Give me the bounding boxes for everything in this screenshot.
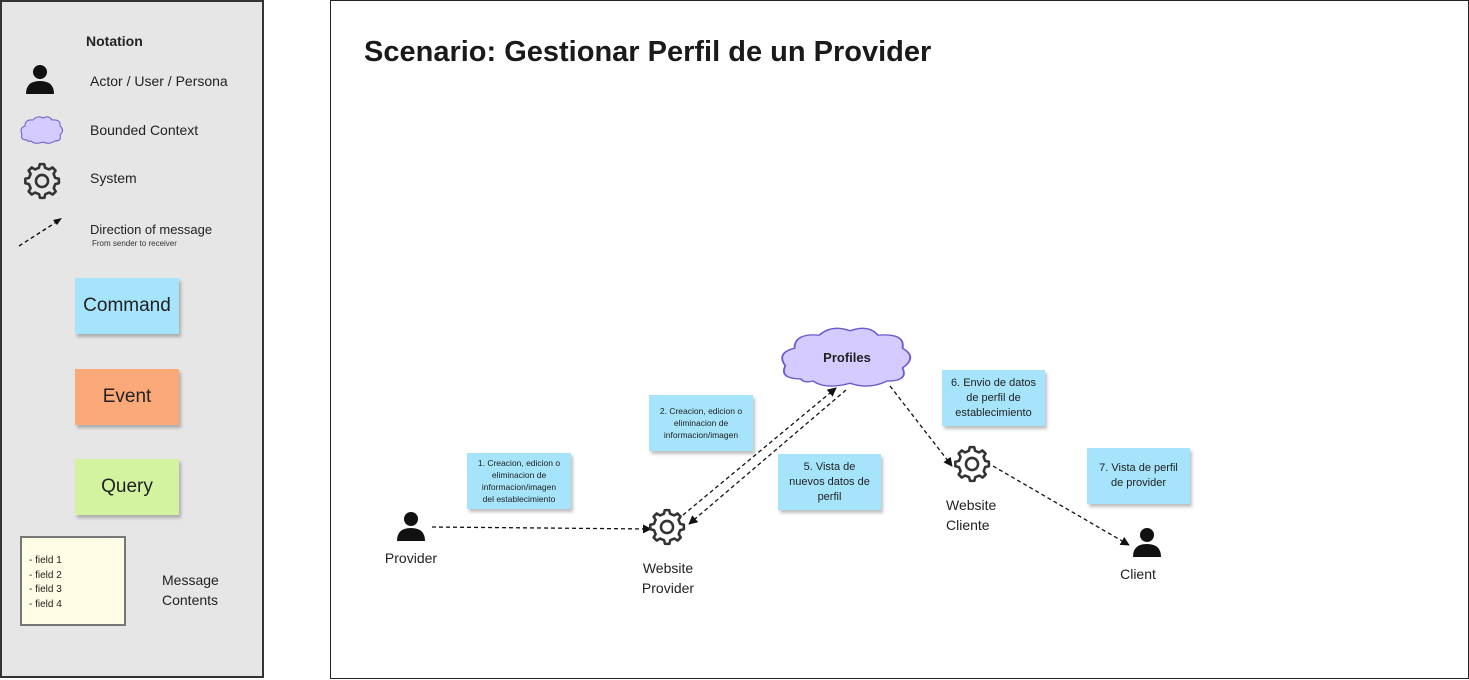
website-cliente-label: Website Cliente xyxy=(946,497,997,533)
command-sticky-2: 2. Creacion, edicion o eliminacion de in… xyxy=(649,395,753,451)
arrow-cliente-to-client xyxy=(992,465,1130,546)
legend-direction-sub: From sender to receiver xyxy=(92,239,177,248)
legend-command-sticky: Command xyxy=(75,278,179,334)
legend-message-contents-label: Message Contents xyxy=(162,572,219,608)
legend-actor-label: Actor / User / Persona xyxy=(90,73,228,89)
client-label: Client xyxy=(1120,566,1156,582)
notation-legend: Notation Actor / User / Persona Bounded … xyxy=(0,0,264,678)
bounded-context-icon xyxy=(20,116,63,144)
legend-event-sticky: Event xyxy=(75,369,179,425)
bounded-context-profiles xyxy=(781,327,912,387)
legend-context-label: Bounded Context xyxy=(90,122,199,138)
command-sticky-7: 7. Vista de perfil de provider xyxy=(1087,448,1190,504)
website-provider-label: Website Provider xyxy=(641,560,695,596)
client-actor-icon xyxy=(1133,528,1161,557)
field-line: - field 3 xyxy=(29,584,62,595)
profiles-label: Profiles xyxy=(823,350,871,365)
field-line: - field 4 xyxy=(29,598,62,610)
page-title: Scenario: Gestionar Perfil de un Provide… xyxy=(364,36,932,68)
legend-system-label: System xyxy=(90,170,137,186)
actor-icon xyxy=(26,65,54,94)
website-cliente-gear-icon xyxy=(954,445,991,483)
arrow-profiles-to-cliente xyxy=(889,385,953,467)
command-sticky-5: 5. Vista de nuevos datos de perfil xyxy=(778,454,881,510)
provider-actor-icon xyxy=(397,512,425,541)
legend-title: Notation xyxy=(86,33,143,49)
legend-message-box: - field 1 - field 2 - field 3 - field 4 xyxy=(20,536,126,626)
system-gear-icon xyxy=(24,162,61,200)
field-line: - field 1 xyxy=(29,555,62,566)
field-line: - field 2 xyxy=(29,569,62,581)
legend-direction-label: Direction of message xyxy=(90,222,213,237)
arrow-provider-to-website xyxy=(431,524,652,534)
arrow-website-to-profiles xyxy=(682,387,837,516)
command-sticky-6: 6. Envio de datos de perfil de estableci… xyxy=(942,370,1045,426)
website-provider-gear-icon xyxy=(649,508,686,546)
legend-query-sticky: Query xyxy=(75,459,179,515)
command-sticky-1: 1. Creacion, edicion o eliminacion de in… xyxy=(467,453,571,509)
direction-arrow-icon xyxy=(18,218,62,247)
provider-label: Provider xyxy=(384,550,438,566)
